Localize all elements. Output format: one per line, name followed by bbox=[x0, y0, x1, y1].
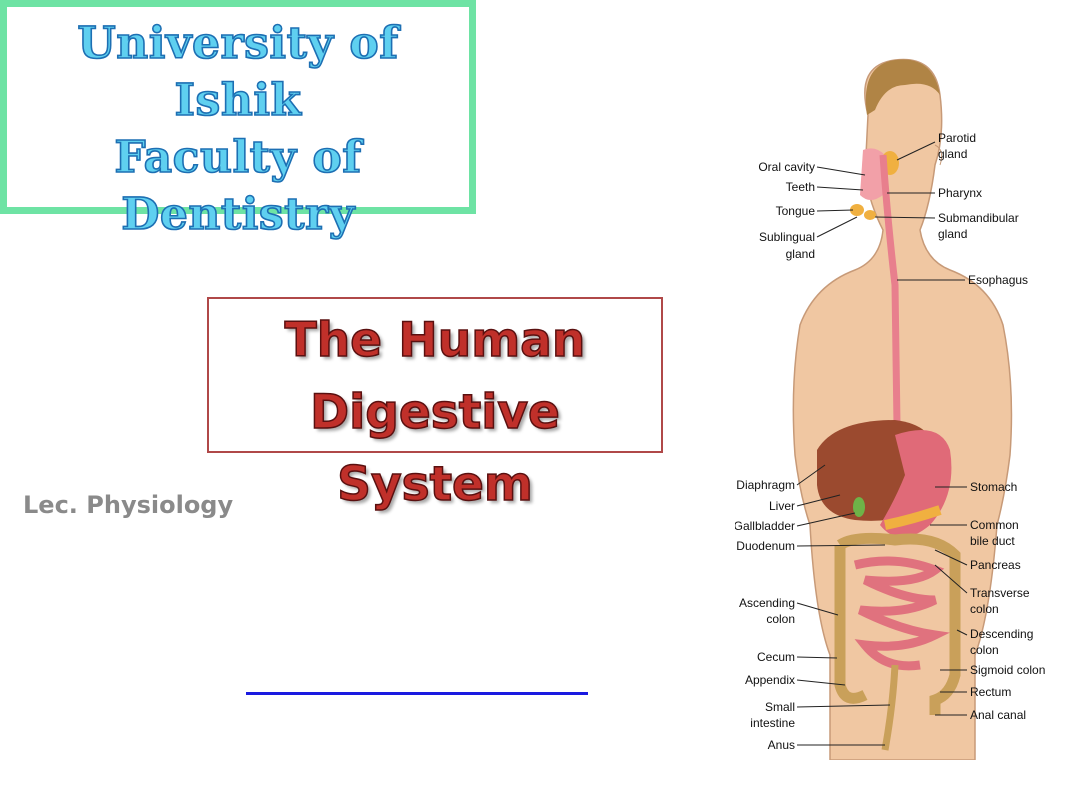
label-cecum: Cecum bbox=[757, 650, 795, 664]
label-stomach: Stomach bbox=[970, 480, 1017, 494]
title-line-2: Digestive System bbox=[309, 384, 560, 513]
label-anal-canal: Anal canal bbox=[970, 708, 1026, 722]
faculty-name: Dentistry bbox=[120, 188, 355, 241]
label-pancreas: Pancreas bbox=[970, 558, 1021, 572]
label-tongue: Tongue bbox=[776, 204, 816, 218]
label-liver: Liver bbox=[769, 499, 795, 513]
label-submandibular: Submandibular bbox=[938, 211, 1019, 225]
label-common-bile-duct-2: bile duct bbox=[970, 534, 1015, 548]
label-parotid: Parotid bbox=[938, 131, 976, 145]
lecture-subtitle: Lec. Physiology bbox=[23, 491, 234, 519]
label-leader-lines bbox=[796, 141, 968, 746]
label-descending-colon: Descending bbox=[970, 627, 1033, 641]
label-ascending-colon: Ascending bbox=[739, 596, 795, 610]
faculty-line: Faculty of bbox=[114, 131, 362, 184]
digestive-organs bbox=[817, 148, 961, 751]
label-parotid-2: gland bbox=[938, 147, 967, 161]
label-esophagus: Esophagus bbox=[968, 273, 1028, 287]
label-diaphragm: Diaphragm bbox=[736, 478, 795, 492]
label-submandibular-2: gland bbox=[938, 227, 967, 241]
label-sublingual-2: gland bbox=[786, 247, 815, 261]
university-name: University of Ishik bbox=[77, 17, 399, 127]
label-anus: Anus bbox=[768, 738, 795, 752]
label-teeth: Teeth bbox=[786, 180, 815, 194]
label-small-intestine: Small bbox=[765, 700, 795, 714]
label-descending-colon-2: colon bbox=[970, 643, 999, 657]
label-ascending-colon-2: colon bbox=[766, 612, 795, 626]
university-title-box: University of Ishik Faculty of Dentistry bbox=[0, 0, 476, 241]
label-small-intestine-2: intestine bbox=[750, 716, 795, 730]
label-appendix: Appendix bbox=[745, 673, 795, 687]
label-gallbladder: Gallbladder bbox=[735, 519, 795, 533]
label-rectum: Rectum bbox=[970, 685, 1011, 699]
label-sigmoid-colon: Sigmoid colon bbox=[970, 663, 1045, 677]
hyperlink-underline bbox=[246, 692, 588, 695]
lecture-title-box: The Human Digestive System bbox=[207, 297, 663, 513]
label-transverse-colon-2: colon bbox=[970, 602, 999, 616]
label-oral-cavity: Oral cavity bbox=[758, 160, 815, 174]
digestive-system-illustration: Oral cavity Teeth Tongue Sublingual glan… bbox=[735, 58, 1045, 760]
label-pharynx: Pharynx bbox=[938, 186, 982, 200]
label-common-bile-duct: Common bbox=[970, 518, 1019, 532]
label-transverse-colon: Transverse bbox=[970, 586, 1030, 600]
label-sublingual: Sublingual bbox=[759, 230, 815, 244]
title-line-1: The Human bbox=[284, 312, 586, 369]
anatomy-labels: Oral cavity Teeth Tongue Sublingual glan… bbox=[735, 131, 1045, 752]
label-duodenum: Duodenum bbox=[736, 539, 795, 553]
